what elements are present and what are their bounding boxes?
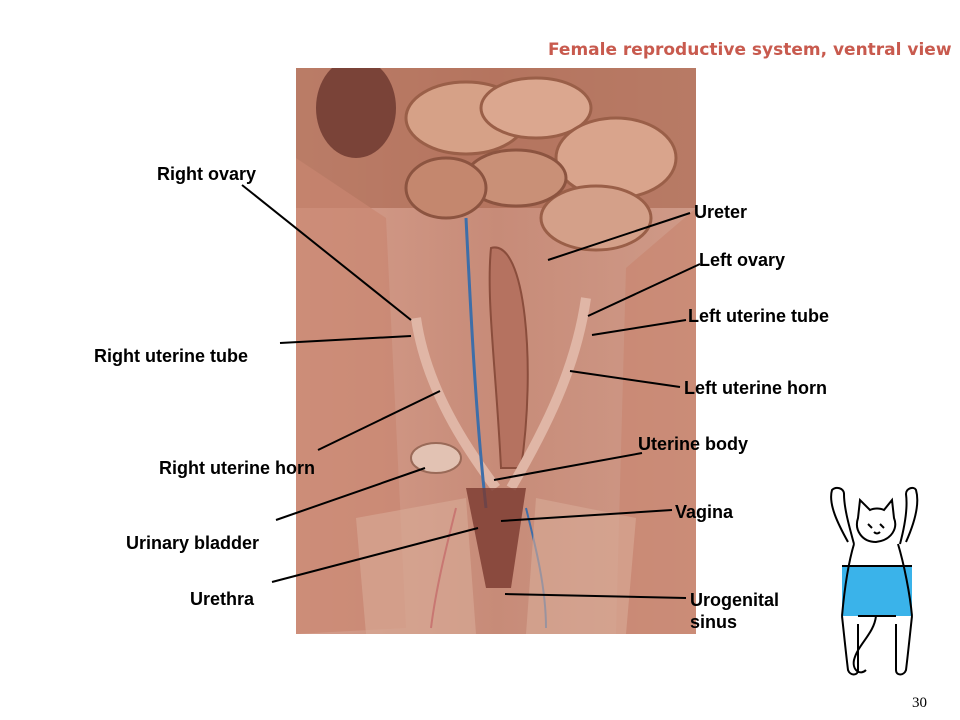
label-ureter: Ureter xyxy=(694,202,748,222)
label-right-uterine-tube: Right uterine tube xyxy=(94,346,248,366)
label-left-uterine-horn: Left uterine horn xyxy=(684,378,827,398)
label-left-ovary: Left ovary xyxy=(699,250,786,270)
dissection-photo xyxy=(296,68,696,634)
label-vagina: Vagina xyxy=(675,502,734,522)
label-urethra: Urethra xyxy=(190,589,255,609)
label-urogenital-sinus-line1: Urogenital xyxy=(690,590,780,610)
cat-orientation-icon xyxy=(830,486,919,676)
page-number: 30 xyxy=(912,695,927,711)
slide-title: Female reproductive system, ventral view xyxy=(548,40,952,60)
label-urinary-bladder: Urinary bladder xyxy=(126,533,260,553)
label-urogenital-sinus: Urogenital sinus xyxy=(690,589,779,633)
label-right-ovary: Right ovary xyxy=(157,164,257,184)
label-left-uterine-tube: Left uterine tube xyxy=(688,306,830,326)
label-urogenital-sinus-line2: sinus xyxy=(690,612,738,632)
label-uterine-body: Uterine body xyxy=(638,434,749,454)
label-right-uterine-horn: Right uterine horn xyxy=(159,458,315,478)
